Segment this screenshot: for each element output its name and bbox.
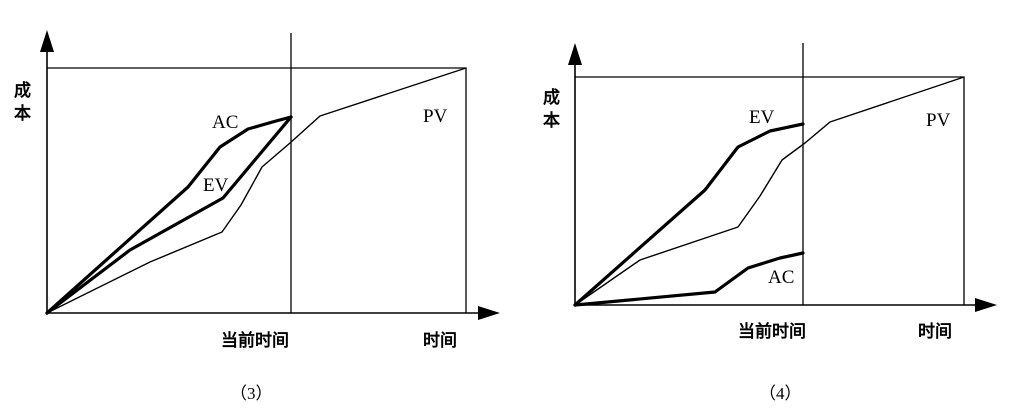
panel-caption: （4） (759, 384, 802, 403)
ev-label: EV (749, 107, 775, 128)
panel-caption: （3） (230, 384, 273, 403)
current-time-label: 当前时间 (221, 330, 289, 351)
x-axis-label: 时间 (423, 330, 457, 351)
y-axis-label-char-1: 成 (543, 87, 560, 108)
y-axis-label-char-2: 本 (543, 110, 560, 131)
ev-curve (45, 115, 293, 315)
pv-label: PV (423, 106, 448, 127)
y-axis-arrow-icon (40, 30, 54, 52)
pv-curve (574, 76, 965, 306)
ac-curve (45, 115, 293, 315)
ac-label: AC (768, 267, 794, 288)
ac-curve (573, 251, 805, 307)
ev-curve (573, 122, 805, 307)
y-axis-arrow-icon (568, 43, 582, 65)
pv-curve (46, 67, 467, 314)
y-axis-label-char-2: 本 (14, 103, 31, 124)
y-axis-label-char-1: 成 (14, 80, 31, 101)
current-time-label: 当前时间 (738, 321, 806, 342)
pv-label: PV (926, 110, 951, 131)
x-axis-arrow-icon (975, 298, 997, 312)
ac-label: AC (212, 112, 238, 133)
panel-4: EV AC PV 成 本 当前时间 时间 （4） (543, 43, 997, 403)
x-axis-label: 时间 (918, 321, 952, 342)
x-axis-arrow-icon (478, 306, 500, 320)
panel-3: AC EV PV 成 本 当前时间 时间 （3） (14, 30, 500, 403)
ev-label: EV (203, 175, 229, 196)
